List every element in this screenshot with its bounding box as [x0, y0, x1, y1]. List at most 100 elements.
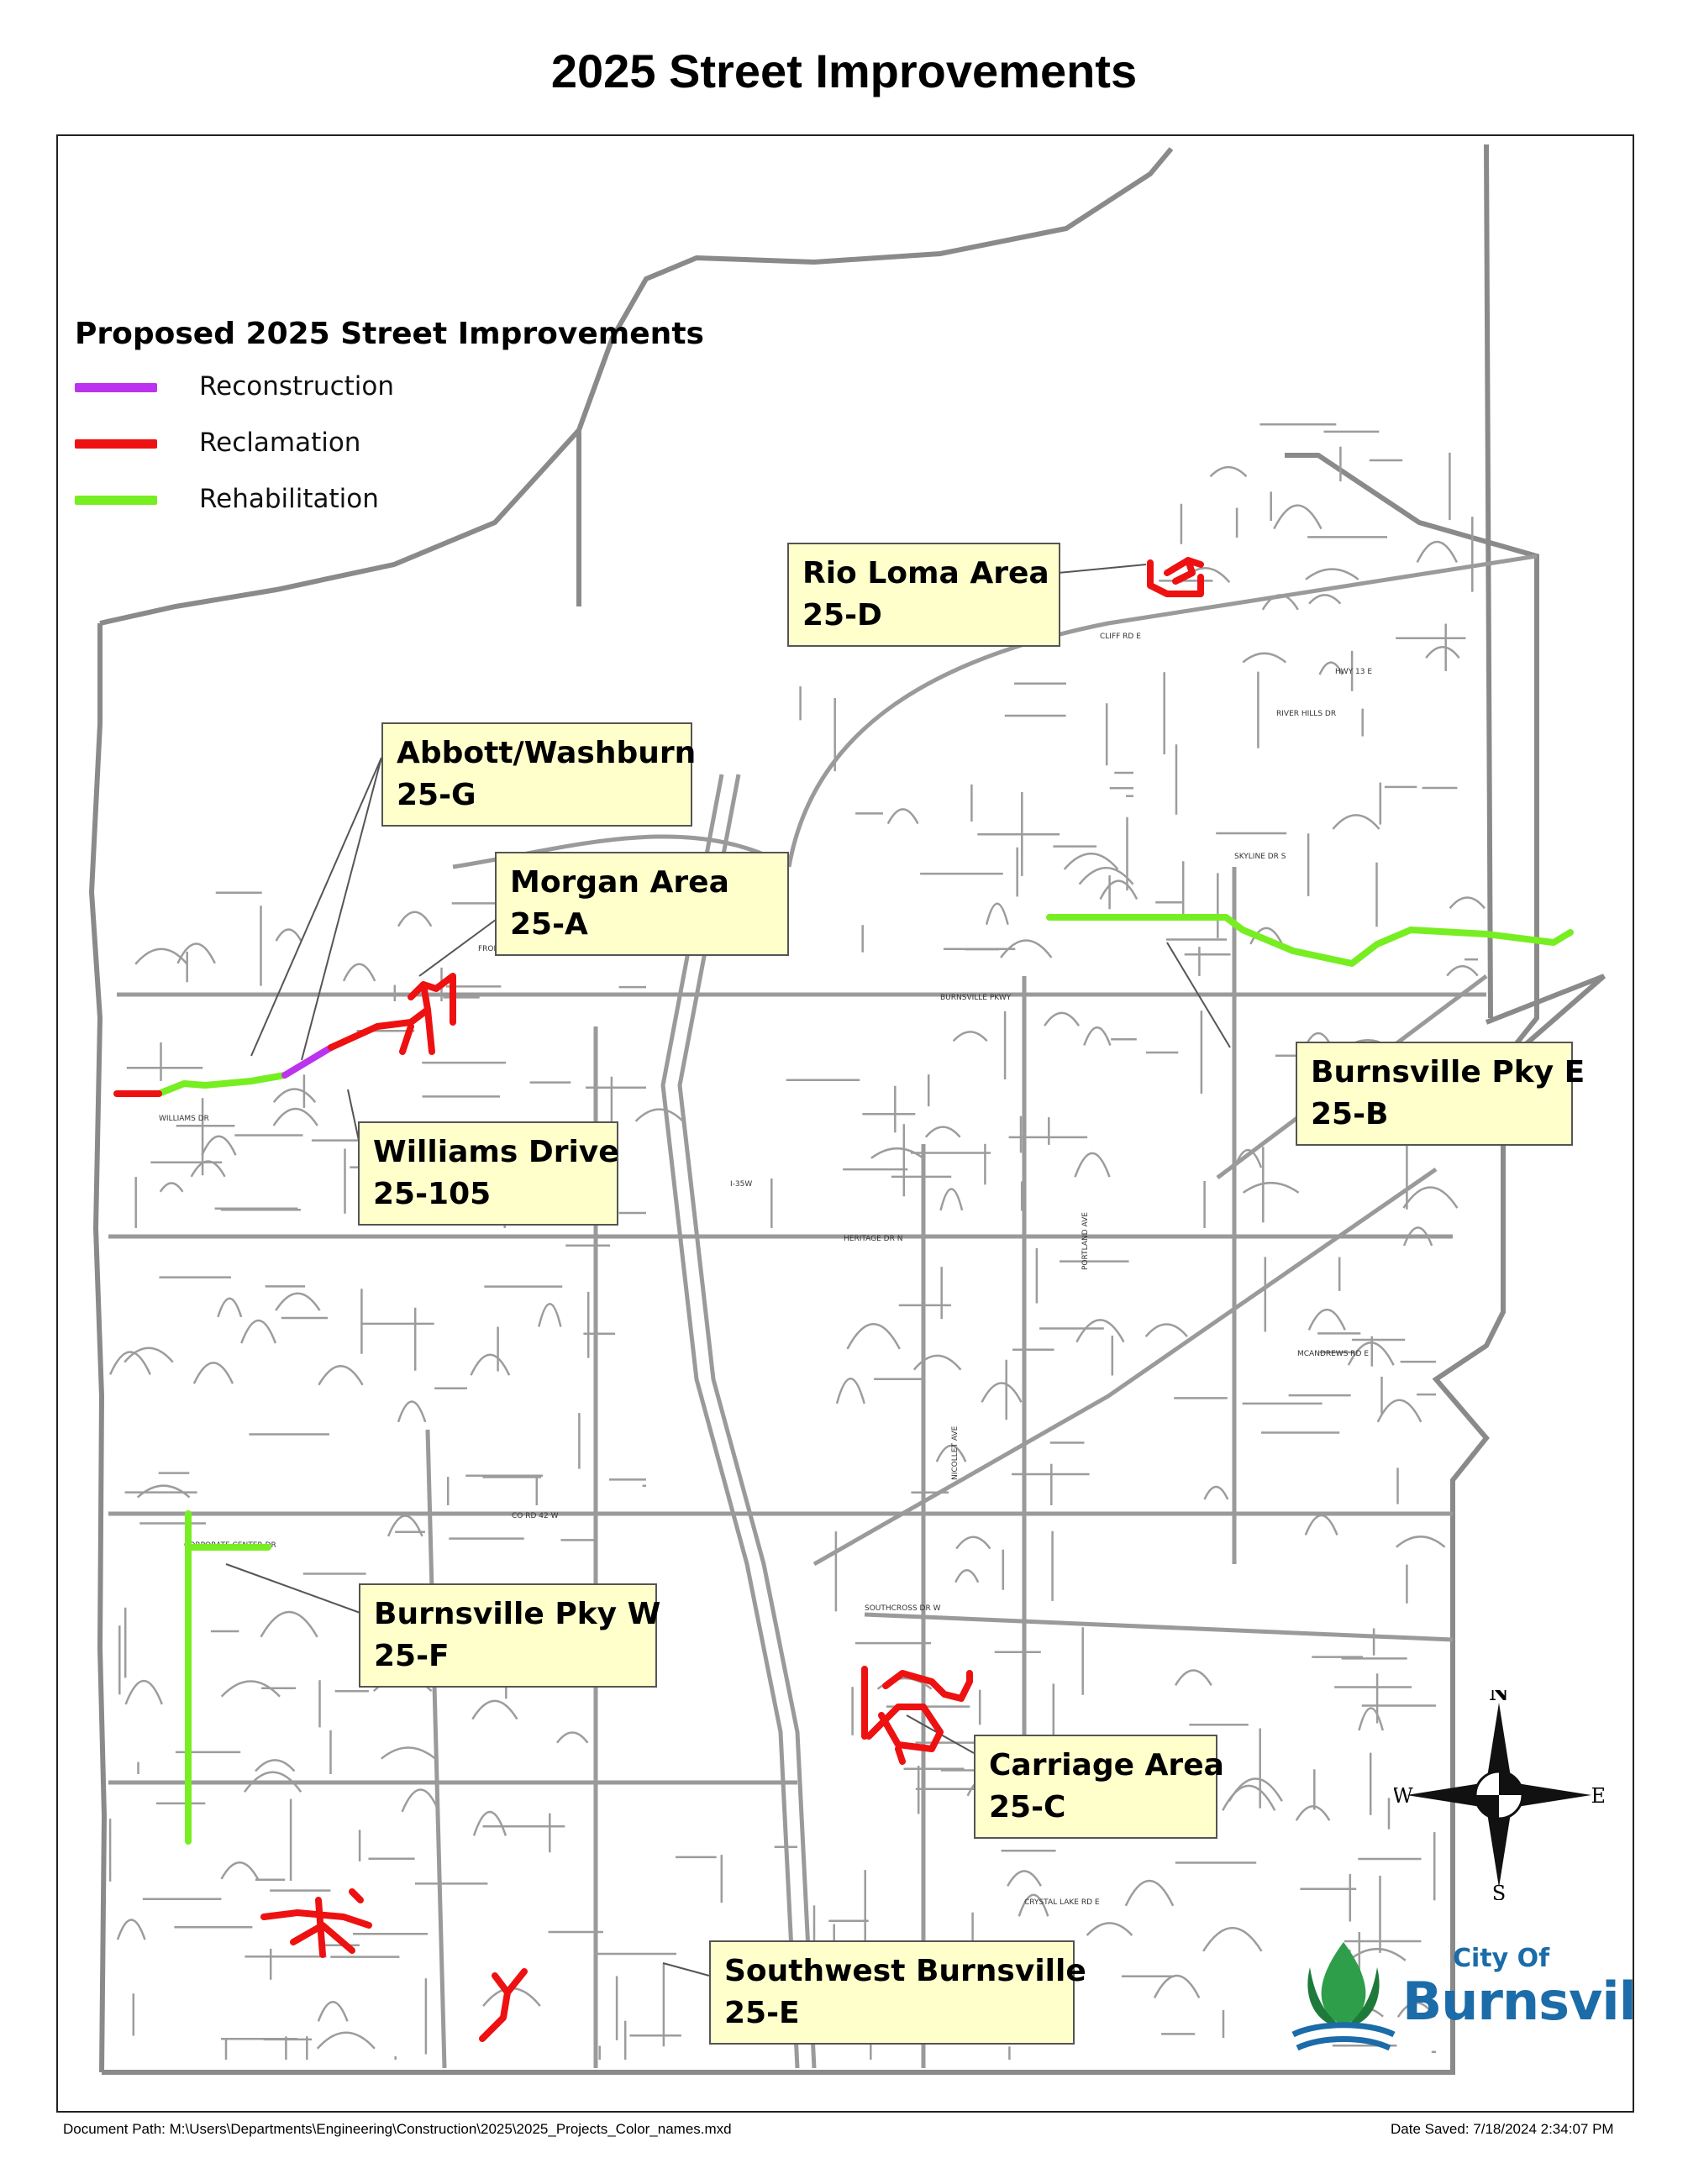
street-label-burnsville-pkwy: BURNSVILLE PKWY [940, 994, 1012, 1002]
callout-carriage-name: Carriage Area [989, 1748, 1224, 1782]
logo-burnsville: Burnsville [1402, 1971, 1634, 2032]
footer-document-path: Document Path: M:\Users\Departments\Engi… [63, 2121, 732, 2137]
local-street [835, 1377, 865, 1404]
local-street [954, 1569, 980, 1583]
local-street [1083, 1026, 1112, 1046]
callout-williams[interactable]: Williams Drive 25-105 [358, 1121, 619, 1226]
legend-swatch-reconstruction [75, 383, 157, 392]
local-street [985, 902, 1009, 926]
local-street [912, 1354, 962, 1371]
project-reclamation[interactable] [113, 557, 1204, 2042]
legend-label-reclamation: Reclamation [199, 428, 361, 458]
local-street [955, 1536, 991, 1550]
reconstruction-williams-drive [281, 1044, 334, 1079]
local-street [192, 1362, 234, 1384]
local-street [1416, 540, 1459, 564]
local-street [260, 1610, 318, 1638]
callout-burnsville-pky-w[interactable]: Burnsville Pky W 25-F [359, 1583, 661, 1688]
local-street [1063, 853, 1119, 870]
local-street [1318, 661, 1344, 675]
callout-abbott-washburn[interactable]: Abbott/Washburn 25-G [381, 722, 697, 827]
local-street [538, 1303, 562, 1327]
local-street [1449, 896, 1486, 910]
local-street [1202, 1927, 1263, 1952]
local-street [1249, 927, 1284, 945]
city-boundary [88, 144, 1606, 2075]
rehab-abbott-washburn [155, 1072, 288, 1097]
callout-morgan-name: Morgan Area [510, 865, 729, 900]
local-street [275, 1292, 321, 1311]
local-street [1446, 965, 1479, 977]
footer-date-saved: Date Saved: 7/18/2024 2:34:07 PM [1391, 2121, 1614, 2137]
legend: Proposed 2025 Street Improvements Recons… [75, 317, 730, 514]
rehab-burnsville-pky-e [1046, 914, 1574, 967]
project-reconstruction[interactable] [281, 1044, 334, 1079]
local-street [401, 1788, 440, 1813]
callout-williams-name: Williams Drive [373, 1135, 619, 1169]
local-street [1402, 1186, 1459, 1209]
map-frame[interactable]: CLIFF RD E BURNSVILLE PKWY WILLIAMS DR H… [56, 134, 1634, 2113]
legend-title: Proposed 2025 Street Improvements [75, 317, 704, 351]
local-street [634, 1108, 684, 1122]
callout-morgan-code: 25-A [510, 907, 588, 942]
local-street [176, 942, 216, 964]
local-street [272, 1088, 317, 1103]
local-street [1086, 1922, 1133, 1936]
logo-leaf-icon [1291, 1942, 1396, 2051]
local-streets [108, 423, 1486, 2060]
compass-rose: N S E W [1394, 1690, 1604, 1900]
local-street [1018, 1893, 1049, 1917]
street-label-cliff-rd: CLIFF RD E [1100, 633, 1141, 641]
local-street [342, 963, 376, 982]
local-street [1307, 1308, 1346, 1331]
callout-abbott-washburn-name: Abbott/Washburn [397, 736, 697, 770]
callout-rio-loma[interactable]: Rio Loma Area 25-D [787, 543, 1060, 647]
local-street [1273, 504, 1323, 530]
callout-southwest[interactable]: Southwest Burnsville 25-E [709, 1940, 1086, 2045]
reclamation-southwest-2 [479, 1968, 528, 2042]
local-street [555, 1731, 589, 1744]
local-street [116, 1919, 146, 1940]
local-street [1222, 1784, 1276, 1811]
local-street [1395, 1536, 1446, 1548]
local-street [935, 1445, 967, 1462]
local-street [1124, 1879, 1175, 1907]
local-street [397, 911, 433, 927]
compass-south: S [1492, 1882, 1506, 1900]
callout-rio-loma-name: Rio Loma Area [802, 556, 1049, 591]
local-street [220, 1680, 281, 1698]
local-street [240, 1319, 277, 1344]
callout-carriage[interactable]: Carriage Area 25-C [974, 1735, 1224, 1839]
local-street [1153, 1974, 1201, 1998]
street-label-hwy-13: HWY 13 E [1335, 668, 1372, 676]
street-label-skyline: SKYLINE DR S [1234, 853, 1286, 861]
callout-burnsville-pky-w-name: Burnsville Pky W [374, 1597, 661, 1631]
local-street [1007, 1870, 1042, 1887]
local-street [134, 948, 188, 965]
legend-label-rehabilitation: Rehabilitation [199, 484, 379, 514]
reclamation-morgan [328, 973, 456, 1055]
local-street [1075, 1319, 1125, 1343]
local-street [1000, 939, 1053, 958]
reclamation-rio-loma [1147, 557, 1204, 597]
callout-burnsville-pky-e[interactable]: Burnsville Pky E 25-B [1296, 1042, 1585, 1146]
project-rehabilitation[interactable] [155, 914, 1574, 1845]
street-label-nicollet: NICOLLET AVE [951, 1425, 960, 1480]
local-street [846, 1323, 901, 1350]
local-street [471, 1699, 518, 1720]
street-map[interactable]: CLIFF RD E BURNSVILLE PKWY WILLIAMS DR H… [58, 136, 1633, 2111]
compass-north: N [1489, 1690, 1509, 1706]
local-street [317, 2001, 349, 2022]
callout-leaders [225, 564, 1231, 1977]
local-street [124, 1347, 174, 1363]
compass-west: W [1394, 1784, 1413, 1808]
street-labels: CLIFF RD E BURNSVILLE PKWY WILLIAMS DR H… [159, 633, 1372, 1907]
local-street [1174, 1669, 1212, 1686]
local-street [472, 1810, 507, 1836]
local-street [108, 1351, 151, 1375]
street-label-williams-dr: WILLIAMS DR [159, 1115, 209, 1123]
callout-morgan[interactable]: Morgan Area 25-A [495, 852, 789, 956]
local-street [1347, 1341, 1395, 1366]
local-street [1228, 1777, 1283, 1802]
local-street [1304, 1514, 1338, 1536]
